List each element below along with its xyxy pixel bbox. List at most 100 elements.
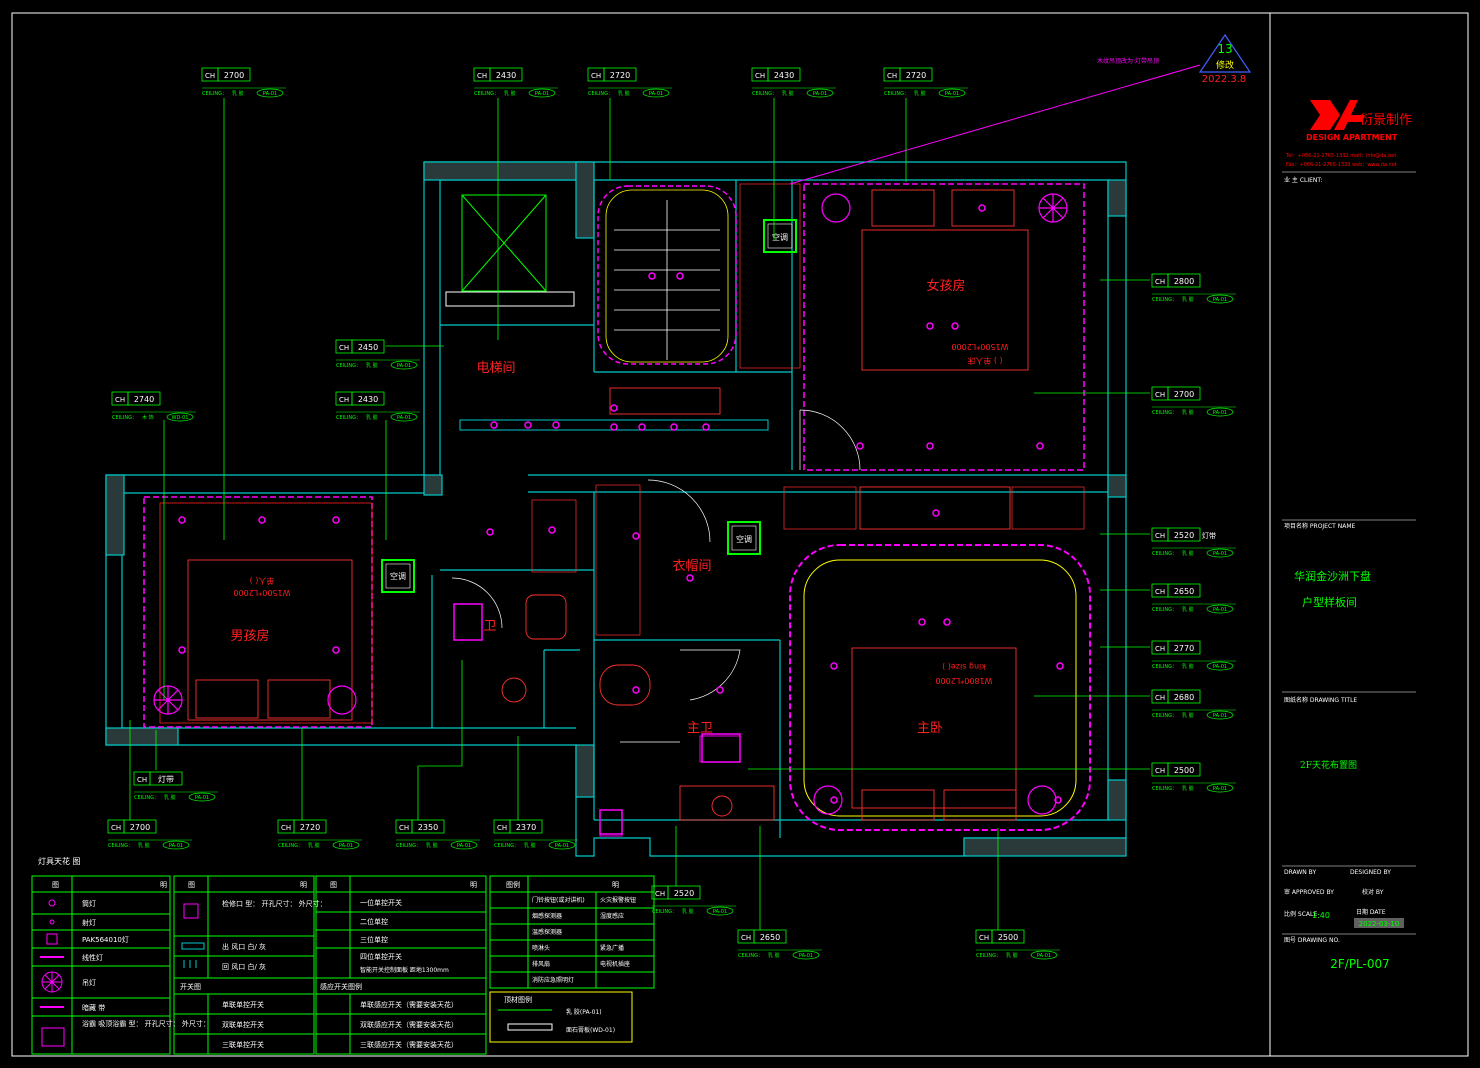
tag-caption: CEILING： (884, 91, 909, 97)
room-label-closet: 衣帽间 (672, 558, 711, 574)
tag-ch-prefix: CH (205, 72, 215, 80)
legend-col1-h1: 图 (52, 881, 59, 889)
tag-code: PA-01 (263, 91, 277, 97)
bed-size-master: W1800*L2000 (935, 676, 992, 685)
tag-code: PA-01 (397, 363, 411, 369)
room-labels: 电梯间 女孩房 男孩房 衣帽间 主卫 卫 主卧 W1500*L2000 ( ) … (230, 278, 1008, 736)
legend-col2-h1: 图 (188, 881, 195, 889)
legend-col4-rr1: 湿度感应 (600, 912, 624, 920)
ac-label-3: 空调 (390, 571, 406, 581)
tag-code: PA-01 (397, 415, 411, 421)
tag-caption: CEILING： (1152, 297, 1177, 303)
bed-type-boy: 单人( ) (250, 576, 275, 586)
drawing-no-label: 图号 DRAWING NO. (1284, 937, 1340, 944)
scale-value: 1:40 (1312, 911, 1330, 920)
tag-ch-prefix: CH (1155, 588, 1165, 596)
legend-col3-r3: 四位单控开关 (360, 952, 402, 961)
tag-height: 2350 (418, 823, 438, 832)
elevator-shaft (445, 194, 575, 307)
legend-title: 灯具天花 图 (38, 856, 81, 866)
approved-label: 审 APPROVED BY (1284, 888, 1334, 896)
legend-col3-r4: 智能开关控制面板 距地1300mm (360, 966, 449, 974)
tag-ch-prefix: CH (887, 72, 897, 80)
tag-caption: CEILING： (738, 953, 763, 959)
tag-material: 乳 胶 (914, 90, 926, 97)
tag-code: PA-01 (535, 91, 549, 97)
tag-height: 2680 (1174, 693, 1194, 702)
tag-caption: CEILING： (396, 843, 421, 849)
tag-code: PA-01 (1213, 713, 1227, 719)
drawing-label: 图纸名称 DRAWING TITLE (1284, 696, 1357, 704)
legend-col2-sub: 开关图 (180, 982, 201, 991)
tag-height: 2720 (906, 71, 926, 80)
tag-caption: CEILING： (336, 363, 361, 369)
tag-code: PA-01 (1213, 297, 1227, 303)
company-logo (1310, 100, 1365, 130)
tag-height: 2770 (1174, 644, 1194, 653)
legend-col4-r3: 喷淋头 (532, 944, 550, 952)
legend-col3-s1: 双联感应开关（需要安装天花） (360, 1020, 458, 1029)
tag-caption: CEILING： (112, 415, 137, 421)
bed-size-boy: W1500*L2000 (233, 588, 290, 597)
legend-col3-r0: 一位单控开关 (360, 898, 402, 907)
legend-col4-text: 图例 明 门铃按钮(或对讲机) 烟感探测器 温感探测器 喷淋头 排风扇 消防应急… (504, 880, 636, 1034)
legend-col4-r1: 烟感探测器 (532, 912, 562, 920)
tag-material: 乳 胶 (308, 842, 320, 849)
tag-height: 2700 (130, 823, 150, 832)
legend-col3-s2: 三联感应开关（需要安装天花） (360, 1040, 458, 1049)
legend-col1-r2: PAK564010灯 (82, 935, 129, 944)
tag-code: PA-01 (339, 843, 353, 849)
legend-col3-h2: 明 (470, 881, 477, 889)
drawing-title: 2F天花布置图 (1300, 759, 1357, 771)
legend-col1-r0: 筒灯 (82, 899, 96, 908)
legend-col2-r0: 检修口 型： 开孔尺寸： 外尺寸： (222, 899, 327, 908)
legend-col2-r1: 出 风口 白/ 灰 (222, 942, 266, 951)
ac-units (381, 219, 797, 593)
tag-material: 乳 胶 (618, 90, 630, 97)
tag-code: WD-01 (172, 415, 189, 421)
tag-height: 2650 (1174, 587, 1194, 596)
room-label-elevator: 电梯间 (476, 361, 515, 376)
tag-height: 2700 (1174, 390, 1194, 399)
legend: 灯具天花 图 (31, 856, 655, 1055)
master-cove-outer (789, 544, 1091, 831)
date-box (1354, 918, 1404, 928)
tag-code: PA-01 (713, 909, 727, 915)
legend-col1-r1: 射灯 (82, 918, 96, 927)
date-label: 日期 DATE (1356, 908, 1386, 916)
date-value: 2022-03-10 (1359, 920, 1400, 928)
legend-col1-r5: 暗藏 带 (82, 1003, 105, 1012)
tag-code: PA-01 (1037, 953, 1051, 959)
tag-extra: 灯带 (1202, 531, 1216, 540)
legend-col3-h1: 图 (330, 881, 337, 889)
legend-col2-s0: 单联单控开关 (222, 1000, 264, 1009)
tag-height: 2500 (998, 933, 1018, 942)
tag-height: 2370 (516, 823, 536, 832)
legend-col2-r2: 回 风口 白/ 灰 (222, 962, 266, 971)
legend-col2-h2: 明 (300, 881, 307, 889)
legend-mat-1: 面石膏板(WD-01) (566, 1026, 615, 1034)
tag-material: 乳 胶 (232, 90, 244, 97)
revision-note: 木纹吊顶改为:灯带吊顶 (1097, 57, 1159, 65)
bath-fixtures (453, 603, 741, 835)
tag-height: 2700 (224, 71, 244, 80)
title-block-border (1269, 12, 1469, 1057)
tag-material: 乳 胶 (524, 842, 536, 849)
tag-height: 2500 (1174, 766, 1194, 775)
legend-col3-sub: 感应开关图例 (320, 982, 362, 991)
tag-caption: CEILING： (1152, 786, 1177, 792)
tag-code: PA-01 (555, 843, 569, 849)
tag-material: 乳 胶 (164, 794, 176, 801)
tag-height: 2800 (1174, 277, 1194, 286)
legend-col1-r4: 吊灯 (82, 978, 96, 987)
legend-col4-h1: 图例 (506, 880, 520, 889)
tag-ch-prefix: CH (1155, 767, 1165, 775)
tag-caption: CEILING： (278, 843, 303, 849)
